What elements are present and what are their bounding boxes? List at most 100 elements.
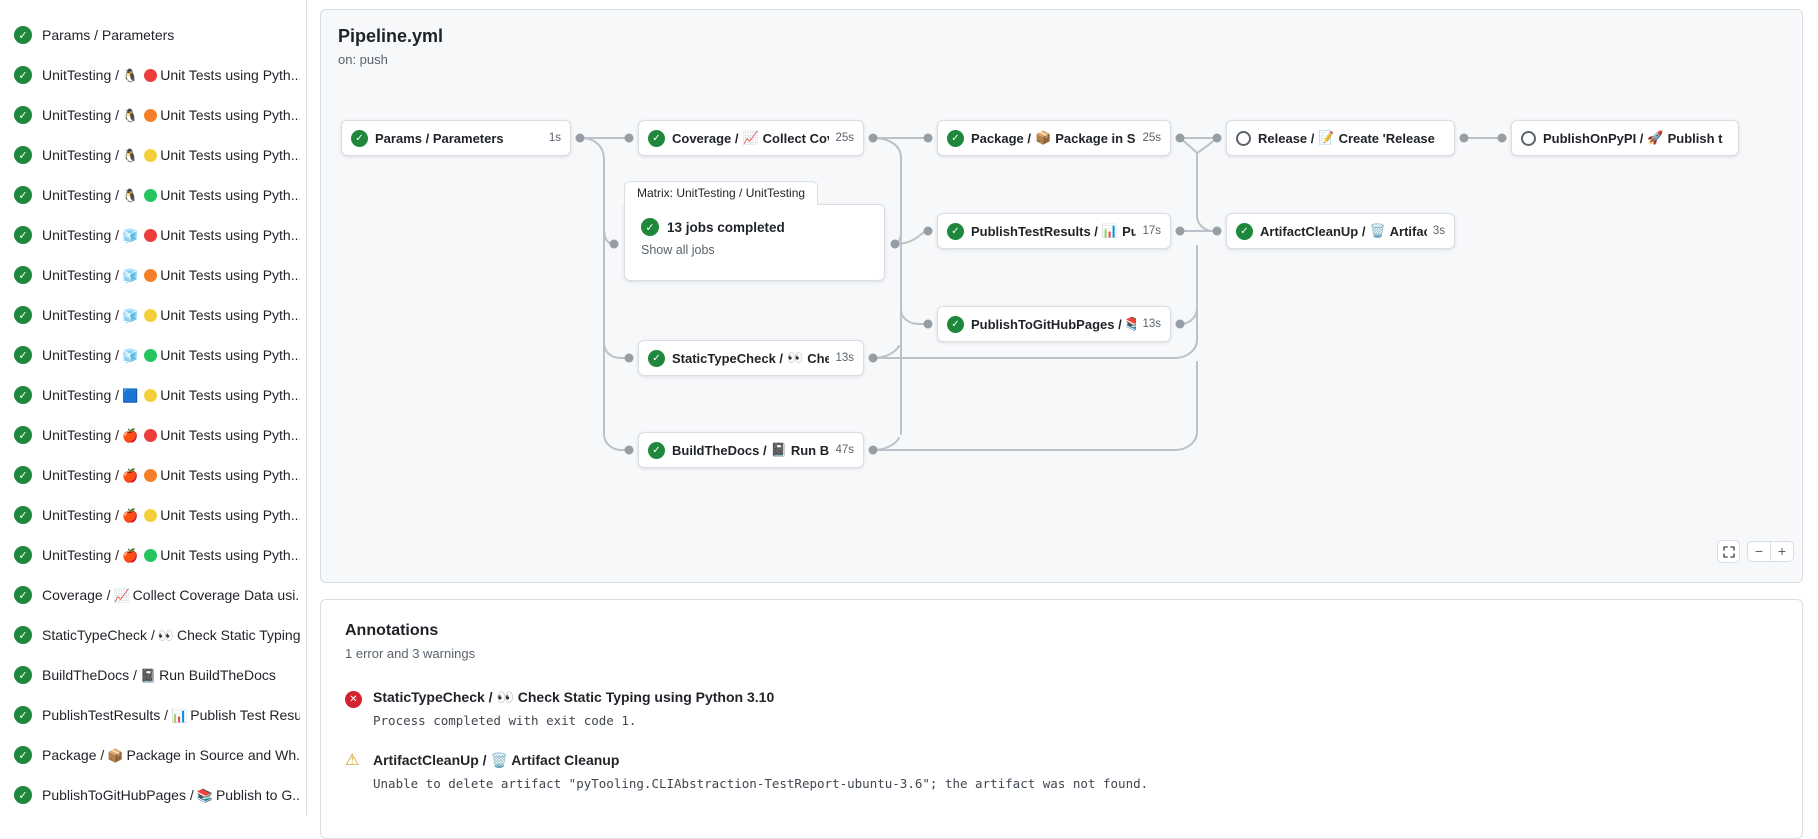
graph-node-package[interactable]: ✓ Package /📦Package in So... 25s (937, 120, 1171, 156)
job-duration: 25s (835, 132, 854, 144)
annotations-title: Annotations (345, 622, 439, 639)
success-icon: ✓ (14, 346, 32, 364)
success-icon: ✓ (1236, 222, 1253, 240)
success-icon: ✓ (14, 746, 32, 764)
sidebar-job-item[interactable]: ✓UnitTesting /🐧Unit Tests using Pyth... (0, 95, 306, 135)
sidebar-job-item[interactable]: ✓PublishTestResults /📊Publish Test Resu.… (0, 695, 306, 735)
graph-node-params[interactable]: ✓ Params / Parameters 1s (341, 120, 571, 156)
show-all-jobs-link[interactable]: Show all jobs (641, 243, 715, 257)
annotation-detail: Unable to delete artifact "pyTooling.CLI… (373, 776, 1149, 791)
sidebar-job-item[interactable]: ✓Package /📦Package in Source and Wh... (0, 735, 306, 775)
sidebar-job-item[interactable]: ✓UnitTesting /🐧Unit Tests using Pyth... (0, 175, 306, 215)
job-emoji: 🍎 (122, 427, 139, 443)
success-icon: ✓ (947, 222, 964, 240)
jobs-sidebar: ✓Params / Parameters ✓UnitTesting /🐧Unit… (0, 0, 307, 815)
fullscreen-icon (1722, 545, 1735, 558)
job-emoji: 📚 (196, 787, 213, 803)
job-emoji: 👀 (157, 627, 175, 643)
sidebar-job-item[interactable]: ✓UnitTesting /🧊Unit Tests using Pyth... (0, 255, 306, 295)
success-icon: ✓ (641, 218, 659, 236)
graph-node-release[interactable]: Release /📝Create 'Release P... (1226, 120, 1455, 156)
sidebar-job-item[interactable]: ✓BuildTheDocs /📓Run BuildTheDocs (0, 655, 306, 695)
graph-node-publish-to-github-pages[interactable]: ✓ PublishToGitHubPages /📚... 13s (937, 306, 1171, 342)
fullscreen-button[interactable] (1717, 540, 1740, 563)
success-icon: ✓ (648, 441, 665, 459)
success-icon: ✓ (947, 315, 964, 333)
sidebar-job-item[interactable]: ✓UnitTesting /🧊Unit Tests using Pyth... (0, 215, 306, 255)
graph-node-artifact-cleanup[interactable]: ✓ ArtifactCleanUp /🗑️Artifac... 3s (1226, 213, 1455, 249)
sidebar-job-item[interactable]: ✓UnitTesting /🐧Unit Tests using Pyth... (0, 135, 306, 175)
python-version-dot (144, 68, 158, 82)
sidebar-job-item[interactable]: ✓UnitTesting /🧊Unit Tests using Pyth... (0, 295, 306, 335)
annotation-job-link[interactable]: StaticTypeCheck / 👀 Check Static Typing … (373, 689, 775, 705)
job-emoji: 🧊 (122, 347, 139, 363)
edge-connector-dots (575, 133, 1507, 455)
workflow-graph-panel: Pipeline.yml on: push (320, 9, 1803, 583)
success-icon: ✓ (14, 506, 32, 524)
sidebar-job-item[interactable]: ✓PublishToGitHubPages /📚Publish to G... (0, 775, 306, 815)
job-emoji: 🐧 (122, 147, 139, 163)
python-version-dot (144, 228, 158, 242)
job-emoji: 🧊 (122, 307, 139, 323)
job-emoji: 🍎 (122, 467, 139, 483)
success-icon: ✓ (14, 466, 32, 484)
graph-node-publish-on-pypi[interactable]: PublishOnPyPI /🚀Publish to ... (1511, 120, 1739, 156)
zoom-out-button[interactable]: − (1747, 541, 1771, 562)
job-emoji: 🐧 (122, 107, 139, 123)
job-duration: 1s (548, 132, 561, 144)
success-icon: ✓ (947, 129, 964, 147)
zoom-in-button[interactable]: + (1770, 541, 1794, 562)
matrix-body[interactable]: ✓ 13 jobs completed Show all jobs (624, 204, 885, 281)
success-icon: ✓ (14, 146, 32, 164)
graph-node-publish-test-results[interactable]: ✓ PublishTestResults /📊Pu... 17s (937, 213, 1171, 249)
graph-node-coverage[interactable]: ✓ Coverage /📈Collect Cove... 25s (638, 120, 864, 156)
sidebar-job-item[interactable]: ✓UnitTesting /🐧Unit Tests using Pyth... (0, 55, 306, 95)
python-version-dot (144, 468, 158, 482)
success-icon: ✓ (14, 586, 32, 604)
sidebar-job-item[interactable]: ✓UnitTesting /🟦Unit Tests using Pyth... (0, 375, 306, 415)
graph-node-build-the-docs[interactable]: ✓ BuildTheDocs /📓Run Buil... 47s (638, 432, 864, 468)
annotations-panel: Annotations 1 error and 3 warnings ✕ Sta… (320, 599, 1803, 839)
job-emoji: 📓 (770, 442, 787, 457)
job-emoji: 🧊 (122, 267, 139, 283)
python-version-dot (144, 348, 158, 362)
sidebar-job-item[interactable]: ✓UnitTesting /🍎Unit Tests using Pyth... (0, 495, 306, 535)
graph-node-static-type-check[interactable]: ✓ StaticTypeCheck /👀Chec... 13s (638, 340, 864, 376)
annotation-error-item: ✕ StaticTypeCheck / 👀 Check Static Typin… (345, 689, 1778, 728)
success-icon: ✓ (351, 129, 368, 147)
success-icon: ✓ (14, 666, 32, 684)
annotation-job-link[interactable]: ArtifactCleanUp / 🗑️ Artifact Cleanup (373, 752, 620, 768)
skipped-icon (1236, 130, 1251, 146)
warning-icon: ⚠ (345, 752, 360, 769)
annotation-warning-item: ⚠ ArtifactCleanUp / 🗑️ Artifact Cleanup … (345, 752, 1778, 791)
success-icon: ✓ (14, 306, 32, 324)
sidebar-job-item[interactable]: ✓StaticTypeCheck /👀Check Static Typing..… (0, 615, 306, 655)
success-icon: ✓ (14, 106, 32, 124)
success-icon: ✓ (14, 66, 32, 84)
job-emoji: 📦 (1035, 130, 1052, 145)
python-version-dot (144, 548, 158, 562)
job-emoji: 👀 (787, 350, 804, 365)
sidebar-job-item[interactable]: ✓UnitTesting /🧊Unit Tests using Pyth... (0, 335, 306, 375)
python-version-dot (144, 108, 158, 122)
matrix-summary: 13 jobs completed (667, 219, 785, 235)
job-emoji: 🟦 (122, 387, 139, 403)
python-version-dot (144, 268, 158, 282)
success-icon: ✓ (14, 186, 32, 204)
graph-edges (575, 133, 1507, 455)
sidebar-job-item[interactable]: ✓Params / Parameters (0, 15, 306, 55)
job-duration: 25s (1142, 132, 1161, 144)
sidebar-job-item[interactable]: ✓UnitTesting /🍎Unit Tests using Pyth... (0, 415, 306, 455)
job-emoji: 📊 (1101, 223, 1119, 238)
job-emoji: 📚 (1125, 316, 1137, 331)
sidebar-job-item[interactable]: ✓UnitTesting /🍎Unit Tests using Pyth... (0, 535, 306, 575)
job-emoji: 📈 (742, 130, 759, 145)
job-emoji: 📝 (1318, 130, 1335, 145)
python-version-dot (144, 428, 158, 442)
sidebar-job-item[interactable]: ✓Coverage /📈Collect Coverage Data usi... (0, 575, 306, 615)
sidebar-job-item[interactable]: ✓UnitTesting /🍎Unit Tests using Pyth... (0, 455, 306, 495)
success-icon: ✓ (14, 386, 32, 404)
job-emoji: 🍎 (122, 507, 139, 523)
matrix-tab-label: Matrix: UnitTesting / UnitTesting (624, 181, 819, 205)
python-version-dot (144, 148, 158, 162)
